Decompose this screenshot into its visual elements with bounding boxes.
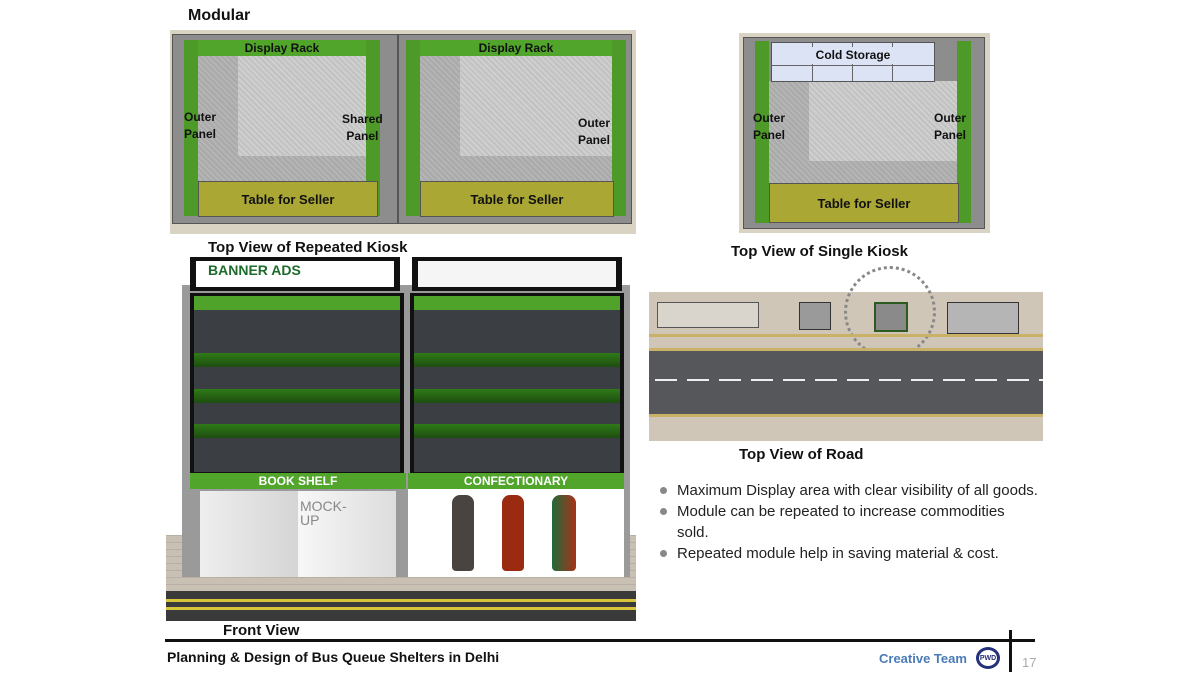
front-view-render: BANNER ADS BOOK SHELF MOCK- UP CONFECTIO… [166,255,636,621]
shared-panel-label: Shared Panel [342,112,383,143]
bullet-list: Maximum Display area with clear visibili… [660,480,1040,564]
outer-panel-label: Outer Panel [753,111,786,142]
road-plan [649,266,1043,441]
outer-panel-label: Outer Panel [934,111,967,142]
single-kiosk-plan: Cold Storage Table for Seller Outer Pane… [739,33,990,233]
road-caption: Top View of Road [739,446,864,463]
seller-table: Table for Seller [198,181,378,217]
display-rack: Display Rack [420,40,612,56]
repeated-kiosk-plan: Display Rack Table for Seller Outer Pane… [170,30,636,234]
outer-panel-label: Outer Panel [184,110,217,141]
seller-table: Table for Seller [420,181,614,217]
single-kiosk-caption: Top View of Single Kiosk [731,243,908,260]
footer-vertical-divider [1009,630,1012,672]
creative-team-text: Creative Team [879,651,967,666]
confectionary-label: CONFECTIONARY [408,473,624,489]
bottle-icon [552,495,576,571]
bullet-item: Module can be repeated to increase commo… [660,501,1040,543]
page-number: 17 [1022,655,1037,670]
seller-table: Table for Seller [769,183,959,223]
footer-divider [165,639,1035,642]
mockup-text: MOCK- UP [300,498,347,528]
display-rack: Display Rack [198,40,366,56]
banner-ads-text: BANNER ADS [208,262,301,278]
book-shelf-label: BOOK SHELF [190,473,406,489]
pwd-logo: PWD [976,647,1000,669]
bottle-icon [452,495,474,571]
bullet-item: Repeated module help in saving material … [660,543,1040,564]
bullet-item: Maximum Display area with clear visibili… [660,480,1040,501]
bottle-icon [502,495,524,571]
outer-panel-label: Outer Panel [578,116,611,147]
front-view-caption: Front View [223,622,300,639]
cold-storage: Cold Storage [771,42,935,82]
slide-title: Modular [188,7,251,24]
repeated-kiosk-caption: Top View of Repeated Kiosk [208,239,408,256]
footer-title: Planning & Design of Bus Queue Shelters … [167,649,500,665]
